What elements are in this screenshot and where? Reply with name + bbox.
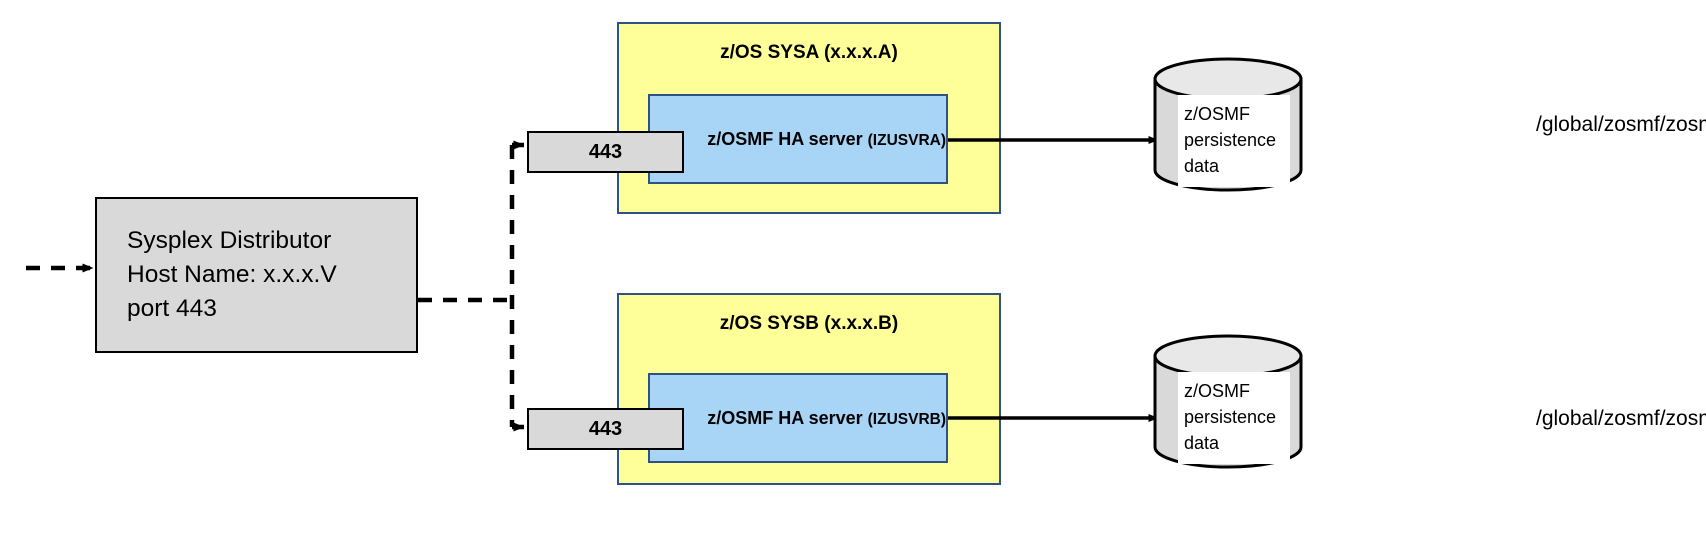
mount-path-sysa: /global/zosmf/zosmfa: [1536, 113, 1706, 136]
zosmf-ha-server-sysb: z/OSMF HA server (IZUSVRB): [648, 373, 948, 463]
zosmf-ha-server-sysa-name: z/OSMF HA server: [707, 128, 868, 149]
sysplex-distributor-node: Sysplex Distributor Host Name: x.x.x.V p…: [95, 197, 418, 353]
zosmf-ha-server-sysb-label: z/OSMF HA server (IZUSVRB): [707, 408, 946, 429]
storage-sysa-line2: persistence: [1184, 130, 1277, 151]
storage-sysb-line2: persistence: [1184, 407, 1277, 428]
port-box-sysa: 443: [527, 131, 684, 173]
storage-sysa-line1: z/OSMF: [1184, 104, 1250, 124]
zosmf-ha-server-sysa: z/OSMF HA server (IZUSVRA): [648, 94, 948, 184]
distributor-hostname: Host Name: x.x.x.V: [127, 260, 337, 288]
storage-sysb-line1: z/OSMF: [1184, 381, 1250, 401]
zosmf-ha-server-sysa-label: z/OSMF HA server (IZUSVRA): [707, 129, 946, 150]
storage-sysb-line3: data: [1184, 433, 1220, 454]
storage-cylinder-sysb: z/OSMF persistence data: [1152, 334, 1304, 469]
port-box-sysb: 443: [527, 408, 684, 450]
zos-system-sysa-title: z/OS SYSA (x.x.x.A): [720, 42, 898, 63]
storage-cylinder-sysb-textbox: z/OSMF persistence data: [1178, 372, 1290, 464]
port-box-sysa-label: 443: [588, 140, 623, 163]
zosmf-ha-server-sysa-instance: (IZUSVRA): [867, 131, 946, 149]
distributor-name: Sysplex Distributor: [127, 226, 332, 254]
storage-cylinder-sysa-textbox: z/OSMF persistence data: [1178, 95, 1290, 187]
zosmf-ha-server-sysb-name: z/OSMF HA server: [707, 407, 868, 428]
storage-sysa-line3: data: [1184, 156, 1220, 177]
zosmf-ha-server-sysb-instance: (IZUSVRB): [867, 410, 946, 428]
storage-cylinder-sysa: z/OSMF persistence data: [1152, 57, 1304, 192]
zos-system-sysb-title: z/OS SYSB (x.x.x.B): [719, 313, 899, 334]
mount-path-sysb: /global/zosmf/zosmfb: [1536, 407, 1706, 430]
port-box-sysb-label: 443: [588, 417, 623, 440]
distributor-port: port 443: [127, 295, 217, 323]
